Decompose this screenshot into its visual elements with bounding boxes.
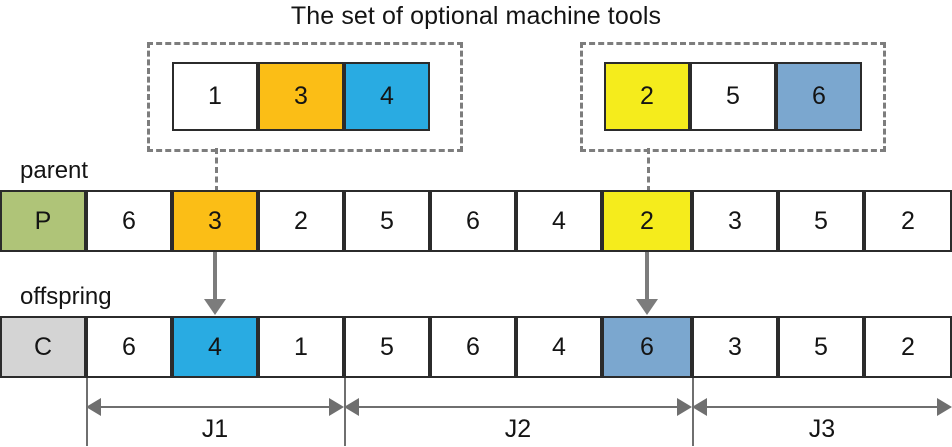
job-j3-arrow-right — [937, 398, 952, 416]
parent-cell-2[interactable]: 3 — [172, 190, 258, 252]
job-j1-arrow-left — [86, 398, 101, 416]
option-set-2-cell-1[interactable]: 5 — [690, 62, 776, 131]
offspring-cell-4[interactable]: 5 — [344, 316, 430, 378]
parent-cell-6[interactable]: 4 — [516, 190, 602, 252]
parent-cell-9[interactable]: 5 — [778, 190, 864, 252]
option-set-2-leader-line — [647, 148, 650, 192]
job-j2-bracket-line — [353, 406, 683, 408]
parent-cell-3[interactable]: 2 — [258, 190, 344, 252]
offspring-cell-3[interactable]: 1 — [258, 316, 344, 378]
job-j2-arrow-left — [344, 398, 359, 416]
offspring-cell-5[interactable]: 6 — [430, 316, 516, 378]
option-set-1-cell-1[interactable]: 3 — [258, 62, 344, 131]
job-j1-bracket-line — [95, 406, 335, 408]
parent-cell-1[interactable]: 6 — [86, 190, 172, 252]
job-j3-label: J3 — [808, 415, 836, 443]
option-set-1-cell-0[interactable]: 1 — [172, 62, 258, 131]
offspring-row-label: offspring — [20, 283, 112, 310]
parent-cell-10[interactable]: 2 — [864, 190, 952, 252]
mutation-arrow-1-shaft — [213, 252, 217, 302]
parent-cell-0[interactable]: P — [0, 190, 86, 252]
offspring-cell-7[interactable]: 6 — [602, 316, 692, 378]
option-set-2-cell-0[interactable]: 2 — [604, 62, 690, 131]
option-set-1-leader-line — [215, 148, 218, 192]
offspring-cell-8[interactable]: 3 — [692, 316, 778, 378]
mutation-arrow-2-head — [636, 299, 658, 315]
mutation-arrow-1-head — [204, 299, 226, 315]
job-j3-bracket-line — [701, 406, 937, 408]
job-j1-arrow-right — [329, 398, 344, 416]
job-j2-arrow-right — [677, 398, 692, 416]
offspring-cell-0[interactable]: C — [0, 316, 86, 378]
offspring-cell-1[interactable]: 6 — [86, 316, 172, 378]
parent-cell-5[interactable]: 6 — [430, 190, 516, 252]
job-j1-label: J1 — [201, 415, 229, 443]
parent-cell-7[interactable]: 2 — [602, 190, 692, 252]
job-j3-arrow-left — [692, 398, 707, 416]
page-title: The set of optional machine tools — [290, 2, 662, 30]
offspring-cell-2[interactable]: 4 — [172, 316, 258, 378]
mutation-arrow-2-shaft — [645, 252, 649, 302]
parent-cell-4[interactable]: 5 — [344, 190, 430, 252]
option-set-2-cell-2[interactable]: 6 — [776, 62, 862, 131]
job-j2-label: J2 — [504, 415, 532, 443]
offspring-cell-6[interactable]: 4 — [516, 316, 602, 378]
option-set-1-dashed-box — [147, 42, 463, 152]
option-set-2-dashed-box — [580, 42, 886, 152]
offspring-cell-9[interactable]: 5 — [778, 316, 864, 378]
parent-row-label: parent — [20, 157, 89, 184]
parent-cell-8[interactable]: 3 — [692, 190, 778, 252]
option-set-1-cell-2[interactable]: 4 — [344, 62, 430, 131]
offspring-cell-10[interactable]: 2 — [864, 316, 952, 378]
